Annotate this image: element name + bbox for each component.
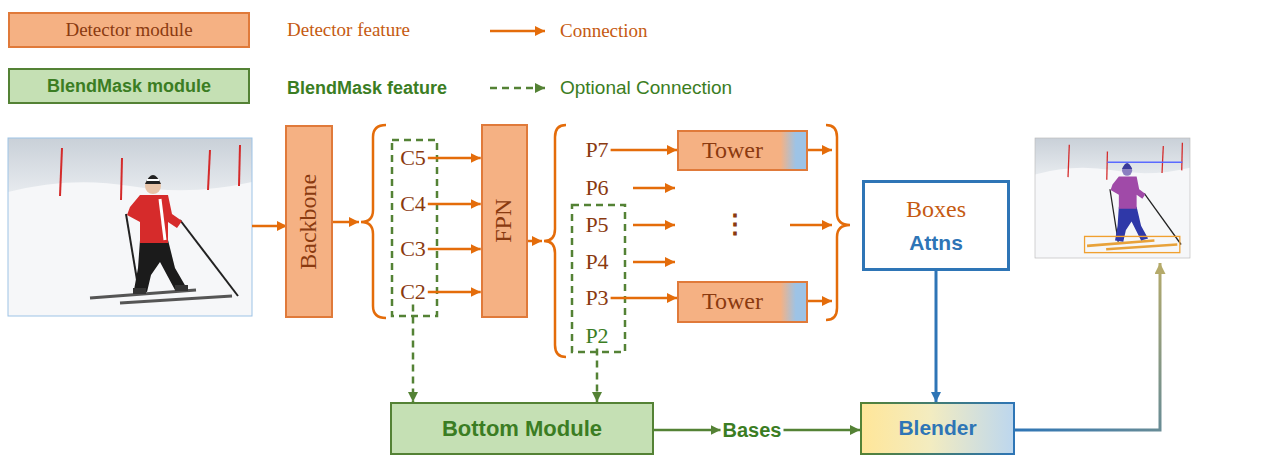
brace [826,125,850,320]
feature-label: P7 [583,137,610,162]
connection-arrow [428,157,481,160]
node-text: P3 [585,285,608,310]
legend-entry: Detector feature [287,19,410,41]
node-text: C5 [400,145,426,170]
brace [361,125,386,318]
connection-arrow [611,149,677,152]
node-text: Boxes [906,196,966,224]
connection-arrow [784,429,861,432]
flow-arrow [808,300,832,303]
feature-label: C5 [398,145,428,170]
feature-label: C2 [398,279,428,304]
legend-dashed-arrow [490,87,545,90]
connection-arrow [428,248,481,251]
input-photo [8,138,252,316]
node-text: C4 [400,191,426,216]
output-photo [1035,138,1190,258]
legend-arrow [490,30,545,33]
node-text: Attns [909,231,963,255]
node-text: P2 [585,323,608,348]
flow-arrow [633,224,675,227]
bases-label: Bases [721,419,784,442]
node-text: P7 [585,137,608,162]
feature-label: P2 [583,323,610,348]
legend-swatch: BlendMask module [8,68,250,104]
legend-text: Detector module [65,19,192,41]
flow-arrow [790,224,832,227]
node-text: FPN [491,199,519,243]
connection-arrow [654,429,721,432]
feature-label: C4 [398,191,428,216]
legend-text: BlendMask feature [287,78,447,99]
feature-label: C3 [398,236,428,261]
label-box: ⋮ [722,210,748,240]
node-text: Tower [702,137,763,165]
ellipsis-label: ⋮ [722,210,748,240]
feature-group-outline [392,140,437,316]
legend-entry: Optional Connection [560,77,732,99]
connection-arrow [428,291,481,294]
node-text: Blender [898,416,976,440]
brace [544,125,566,357]
node-text: Tower [702,288,763,316]
feature-label: P3 [583,285,610,310]
connection-arrow [611,297,677,300]
output-arrow [1015,263,1160,430]
flow-arrow [252,225,287,228]
flow-arrow [633,261,675,264]
feature-label: P6 [583,175,610,200]
node-text: P4 [585,249,608,274]
flow-arrow [528,240,542,243]
tower-box: Tower [677,130,808,172]
connection-arrow [428,203,481,206]
node-text: C2 [400,279,426,304]
blender-box: Blender [860,402,1015,455]
node-text: P6 [585,175,608,200]
legend-text: Detector feature [287,19,410,41]
legend-text: Connection [560,20,648,42]
backbone-box: Backbone [285,125,333,318]
flow-arrow [808,149,832,152]
legend-text: BlendMask module [47,76,211,97]
flow-arrow [633,187,675,190]
node-text: Bases [723,419,782,442]
feature-label: P5 [583,212,610,237]
connection-arrow [935,271,938,402]
output-box: BoxesAttns [862,180,1010,271]
node-text: P5 [585,212,608,237]
legend-swatch: Detector module [8,12,250,48]
optional-connection [596,349,599,402]
bottom-module-box: Bottom Module [390,402,654,455]
feature-group-outline [572,205,625,352]
flow-arrow [330,221,359,224]
optional-connection [412,305,415,402]
tower-box: Tower [677,281,808,323]
fpn-box: FPN [481,124,529,318]
feature-label: P4 [583,249,610,274]
legend-text: Optional Connection [560,77,732,99]
node-text: Bottom Module [442,416,602,441]
node-text: Backbone [295,174,323,270]
legend-entry: BlendMask feature [287,78,447,99]
legend-entry: Connection [560,20,648,42]
node-text: C3 [400,236,426,261]
